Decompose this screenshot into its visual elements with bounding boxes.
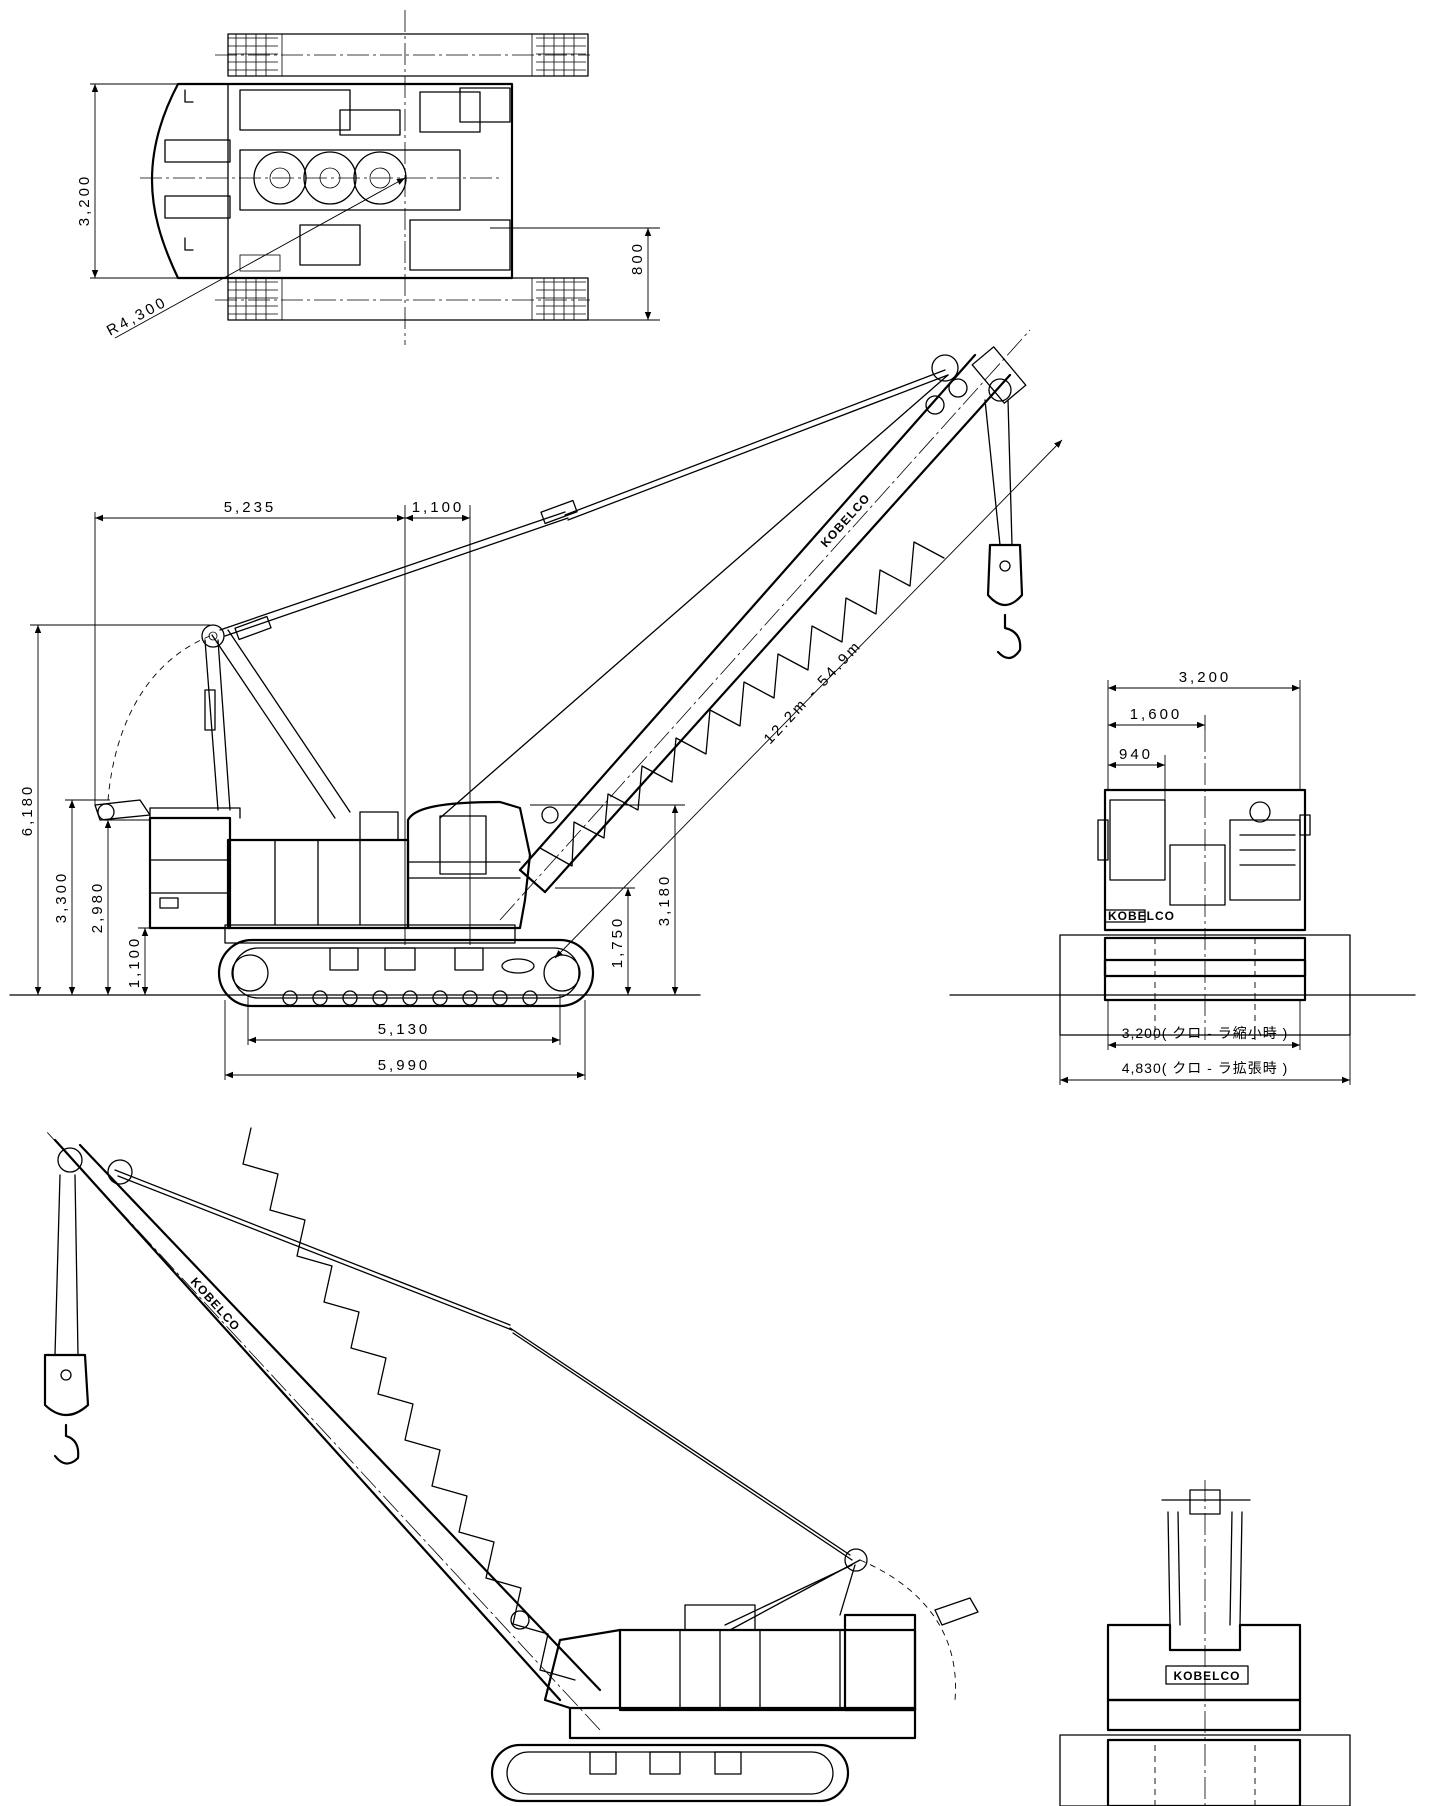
plan-track-lower (227, 277, 589, 321)
front-view-logo: KOBELCO (1108, 909, 1175, 923)
plan-track-upper (227, 33, 589, 77)
dim-side-1100-top: 1,100 (412, 499, 465, 516)
side-crawler (217, 938, 595, 1008)
rear-view-logo: KOBELCO (1174, 1669, 1241, 1683)
boom-logo-lower: KOBELCO (188, 1275, 243, 1334)
side-hook-block (984, 399, 1024, 660)
side-view-reverse: KOBELCO (43, 1127, 979, 1803)
front-dims (1059, 680, 1351, 1085)
gantry-arc (107, 635, 211, 801)
dim-front-3200: 3,200 (1179, 669, 1232, 686)
dim-side-1750: 1,750 (609, 916, 626, 969)
plan-upperstructure (150, 82, 514, 280)
dim-side-5990: 5,990 (378, 1057, 431, 1074)
side-dims (30, 439, 1063, 1080)
dim-side-2980: 2,980 (89, 881, 106, 934)
front-view: KOBELCO 3,200 1,600 940 3,200( クロ - ラ縮小時… (949, 669, 1416, 1085)
dim-side-1100: 1,100 (126, 936, 143, 989)
dim-side-3180: 3,180 (656, 874, 673, 927)
side-view: KOBELCO (9, 329, 1063, 1080)
dim-side-3300: 3,300 (53, 871, 70, 924)
plan-view: 3,200 R4,300 800 (76, 10, 660, 345)
dim-front-940: 940 (1119, 746, 1153, 763)
dim-side-5130: 5,130 (378, 1021, 431, 1038)
dim-plan-width: 3,200 (76, 174, 93, 227)
boom-logo: KOBELCO (818, 491, 873, 550)
dim-plan-crawler: 800 (629, 241, 646, 275)
dim-side-5235: 5,235 (224, 499, 277, 516)
dim-side-6180: 6,180 (19, 784, 36, 837)
plan-dims (90, 83, 660, 339)
rear-view: KOBELCO (1059, 1480, 1351, 1806)
side-gantry (201, 624, 351, 819)
side-upperstructure (148, 800, 532, 944)
dim-front-1600: 1,600 (1130, 706, 1183, 723)
dim-plan-radius: R4,300 (104, 293, 171, 339)
dim-side-boom-length: 12.2m - 54.9m (760, 637, 865, 748)
side-boom: KOBELCO (499, 329, 1031, 921)
side-pendants (219, 369, 949, 819)
dim-front-retracted: 3,200( クロ - ラ縮小時 ) (1122, 1025, 1289, 1041)
dim-front-extended: 4,830( クロ - ラ拡張時 ) (1122, 1060, 1289, 1076)
